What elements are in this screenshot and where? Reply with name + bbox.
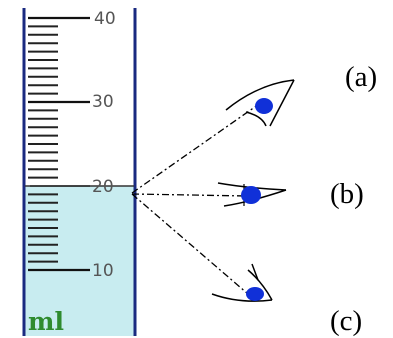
scale-label-40: 40: [94, 9, 116, 29]
view-label-b: (b): [330, 178, 364, 210]
eye-b-icon: [217, 182, 287, 207]
view-label-c: (c): [330, 305, 362, 337]
sight-line-c: [131, 193, 249, 295]
sight-lines: [131, 101, 263, 295]
scale-ticks: [28, 16, 90, 272]
scale-label-20: 20: [92, 177, 114, 197]
view-label-a: (a): [345, 61, 377, 93]
eye-a-icon: [225, 79, 295, 127]
eye-c-icon: [211, 263, 273, 302]
sight-line-b: [131, 193, 249, 197]
unit-label: ml: [28, 307, 64, 336]
sight-line-a: [131, 101, 263, 194]
scale-label-30: 30: [92, 92, 114, 112]
scale-label-10: 10: [92, 261, 114, 281]
